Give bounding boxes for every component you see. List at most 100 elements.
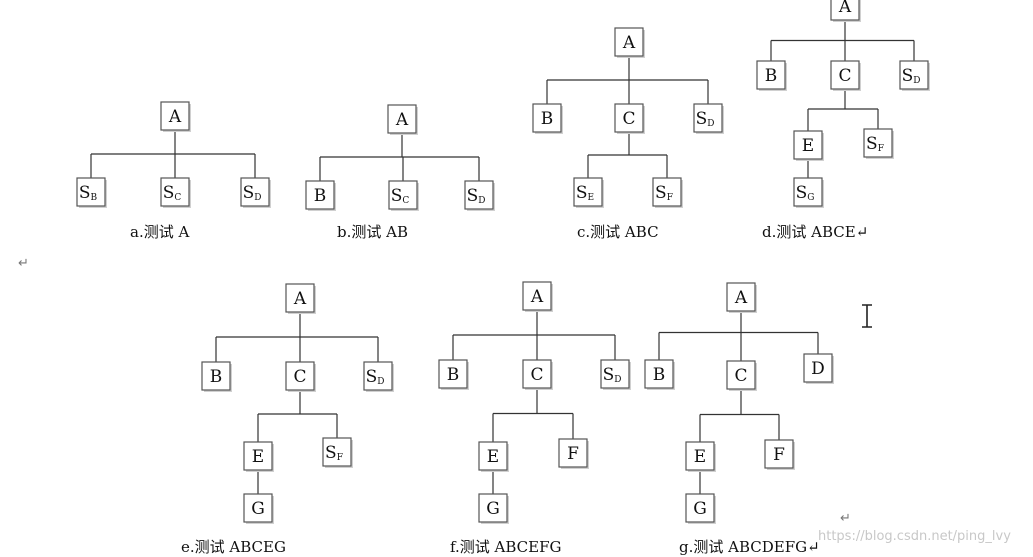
node-sd: SD bbox=[600, 359, 631, 390]
node-c: C bbox=[522, 359, 553, 390]
node-box bbox=[830, 60, 860, 90]
node-b: B bbox=[532, 103, 563, 134]
node-label: SD bbox=[366, 367, 385, 387]
node-box bbox=[305, 180, 335, 210]
node-b: B bbox=[644, 359, 675, 390]
node-label: SD bbox=[243, 183, 262, 203]
node-box bbox=[685, 493, 715, 523]
node-box bbox=[478, 493, 508, 523]
node-b: B bbox=[305, 180, 336, 211]
node-label: G bbox=[486, 499, 500, 519]
node-label: E bbox=[487, 447, 499, 467]
node-e: E bbox=[685, 441, 716, 472]
node-label: SB bbox=[79, 183, 98, 203]
node-sc: SC bbox=[388, 180, 419, 211]
node-label: SC bbox=[163, 183, 182, 203]
node-label: C bbox=[838, 66, 851, 86]
node-sb: SB bbox=[76, 177, 107, 208]
node-label: C bbox=[622, 109, 635, 129]
paragraph-mark: ↵ bbox=[840, 511, 851, 526]
node-g: G bbox=[478, 493, 509, 524]
node-box bbox=[793, 130, 823, 160]
node-label: C bbox=[530, 365, 543, 385]
node-e: E bbox=[478, 441, 509, 472]
node-label: E bbox=[694, 447, 706, 467]
node-box bbox=[388, 180, 418, 210]
node-box bbox=[240, 177, 270, 207]
text-cursor-icon bbox=[860, 303, 874, 334]
tree-diagram-a: A SB SC SD bbox=[76, 101, 271, 208]
node-a: A bbox=[160, 101, 191, 132]
node-box bbox=[614, 27, 644, 57]
node-label: A bbox=[530, 287, 544, 307]
node-box bbox=[685, 441, 715, 471]
node-label: A bbox=[622, 33, 636, 53]
node-se: SE bbox=[573, 177, 604, 208]
node-a: A bbox=[830, 0, 861, 22]
node-a: A bbox=[614, 27, 645, 58]
tree-diagram-b: A B SC SD bbox=[305, 104, 495, 211]
caption-c: c.测试 ABC bbox=[577, 223, 659, 241]
node-label: A bbox=[395, 110, 409, 130]
node-sc: SC bbox=[160, 177, 191, 208]
node-label: SD bbox=[696, 109, 715, 129]
node-label: B bbox=[765, 66, 778, 86]
node-box bbox=[726, 282, 756, 312]
caption-a: a.测试 A bbox=[130, 223, 190, 241]
node-box bbox=[863, 128, 893, 158]
node-box bbox=[363, 361, 393, 391]
node-label: G bbox=[693, 499, 707, 519]
node-label: SE bbox=[576, 183, 594, 203]
node-box bbox=[285, 361, 315, 391]
node-f: F bbox=[558, 438, 589, 469]
node-b: B bbox=[756, 60, 787, 91]
node-box bbox=[160, 177, 190, 207]
node-label: SG bbox=[796, 183, 815, 203]
node-label: SF bbox=[866, 134, 884, 154]
caption-d: d.测试 ABCE↵ bbox=[762, 223, 869, 241]
node-box bbox=[614, 103, 644, 133]
node-box bbox=[76, 177, 106, 207]
node-box bbox=[243, 441, 273, 471]
node-sd: SD bbox=[464, 180, 495, 211]
node-sd: SD bbox=[899, 60, 930, 91]
node-label: A bbox=[293, 289, 307, 309]
node-label: SF bbox=[655, 183, 673, 203]
node-box bbox=[285, 283, 315, 313]
caption-e: e.测试 ABCEG bbox=[181, 538, 286, 556]
tree-diagram-f: A B C SD E F G bbox=[438, 281, 631, 524]
node-label: A bbox=[734, 288, 748, 308]
node-sd: SD bbox=[240, 177, 271, 208]
node-label: SC bbox=[391, 186, 410, 206]
paragraph-mark: ↵ bbox=[18, 256, 29, 271]
node-c: C bbox=[830, 60, 861, 91]
watermark: https://blog.csdn.net/ping_lvy bbox=[818, 529, 1011, 544]
node-box bbox=[532, 103, 562, 133]
node-box bbox=[652, 177, 682, 207]
node-b: B bbox=[201, 361, 232, 392]
node-sf: SF bbox=[863, 128, 894, 159]
node-box bbox=[464, 180, 494, 210]
node-label: SD bbox=[902, 66, 921, 86]
node-label: C bbox=[734, 366, 747, 386]
node-box bbox=[793, 177, 823, 207]
node-box bbox=[322, 437, 352, 467]
node-sg: SG bbox=[793, 177, 824, 208]
node-c: C bbox=[726, 360, 757, 391]
node-box bbox=[387, 104, 417, 134]
node-sf: SF bbox=[652, 177, 683, 208]
node-box bbox=[522, 281, 552, 311]
node-label: B bbox=[653, 365, 666, 385]
node-label: E bbox=[252, 447, 264, 467]
node-box bbox=[803, 353, 833, 383]
node-label: F bbox=[567, 444, 579, 464]
caption-b: b.测试 AB bbox=[337, 223, 408, 241]
node-box bbox=[478, 441, 508, 471]
node-box bbox=[830, 0, 860, 21]
node-box bbox=[160, 101, 190, 131]
node-label: B bbox=[447, 365, 460, 385]
tree-diagram-c: A B C SD SE SF bbox=[532, 27, 724, 208]
